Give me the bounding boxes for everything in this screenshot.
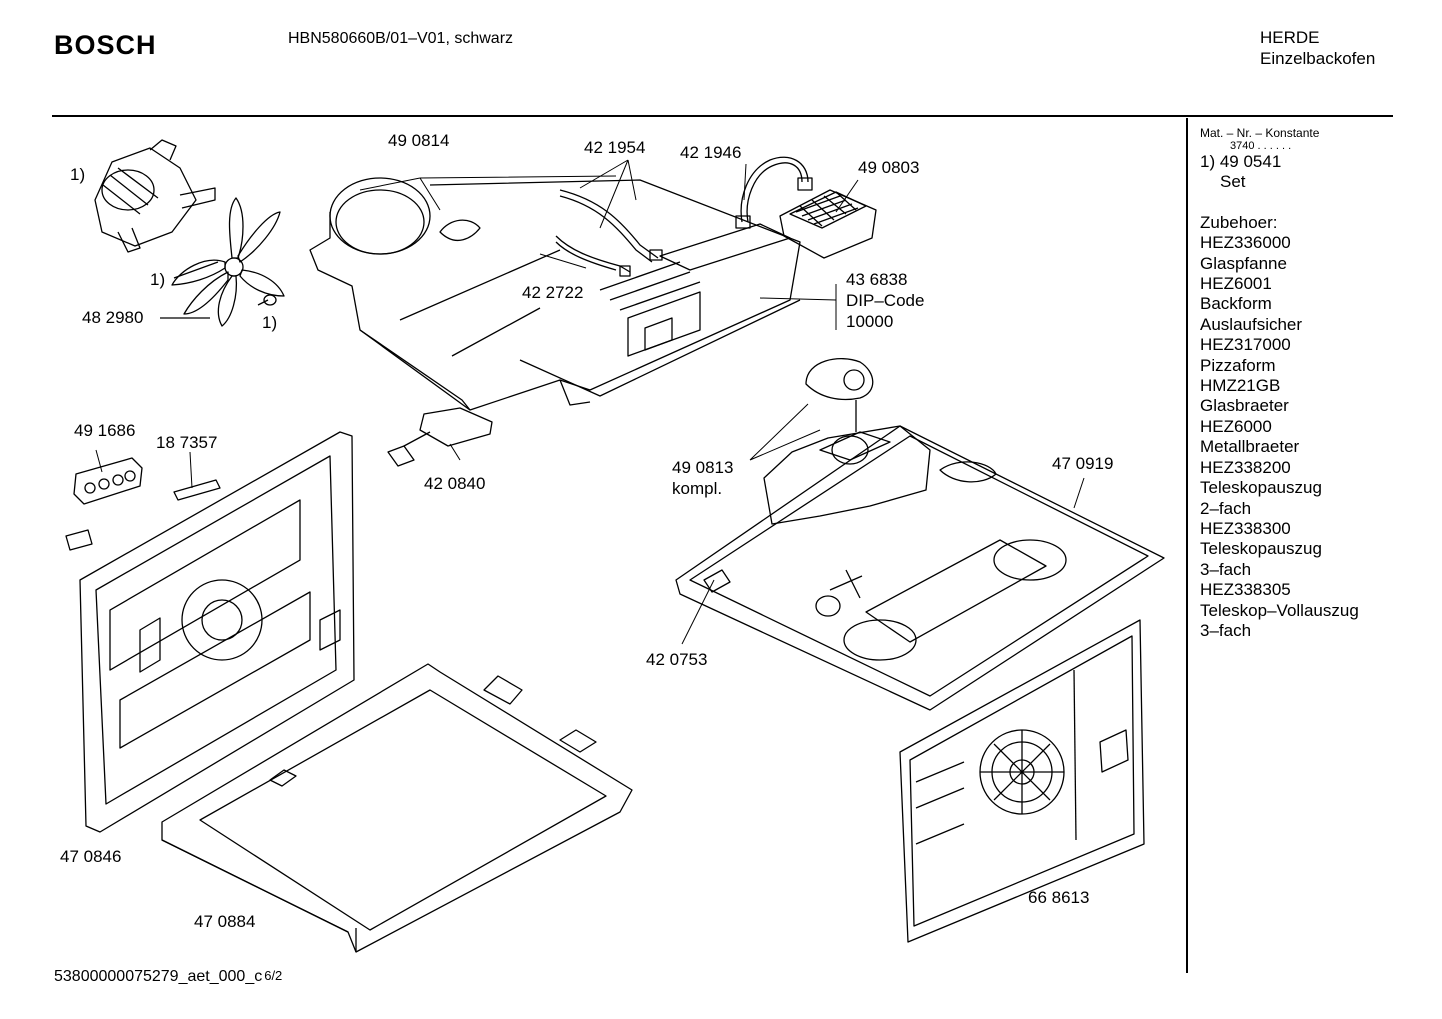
- accessory-item: Teleskop–Vollauszug: [1200, 600, 1359, 620]
- accessory-item: 3–fach: [1200, 559, 1252, 579]
- accessory-item: HEZ317000: [1200, 335, 1291, 355]
- accessory-item: HEZ6001: [1200, 274, 1272, 294]
- accessory-item: 3–fach: [1200, 620, 1252, 640]
- fan-nut: [263, 294, 277, 306]
- accessory-item: 2–fach: [1200, 498, 1252, 518]
- part-label-421946: 42 1946: [680, 143, 742, 162]
- kompl-label: kompl.: [672, 479, 723, 498]
- switch: [387, 407, 493, 467]
- accessory-list: HEZ336000 Glaspfanne HEZ6001 Backform Au…: [1200, 233, 1359, 641]
- part-label-187357: 18 7357: [156, 433, 218, 452]
- set-label: Set: [1220, 172, 1246, 192]
- rear-panel: [899, 619, 1145, 943]
- accessory-item: Metallbraeter: [1200, 437, 1300, 457]
- part-label-490813: 49 0813: [672, 458, 734, 477]
- accessory-item: Teleskopauszug: [1200, 539, 1322, 559]
- page-number: 6/2: [264, 968, 283, 983]
- accessory-item: HEZ338305: [1200, 580, 1291, 600]
- convection-fan-motor: [763, 358, 931, 525]
- accessory-item: Pizzaform: [1200, 355, 1276, 375]
- subcategory-label: Einzelbackofen: [1260, 49, 1376, 68]
- accessory-item: Glasbraeter: [1200, 396, 1289, 416]
- back-panel: [79, 431, 355, 833]
- accessory-item: HEZ338300: [1200, 518, 1291, 538]
- brand-logo: BOSCH: [54, 30, 157, 60]
- model-number: HBN580660B/01–V01, schwarz: [288, 30, 514, 47]
- terminal-block: [73, 457, 143, 505]
- sidebar-divider: [1186, 118, 1188, 973]
- set-marker: 1): [70, 165, 86, 184]
- fan-blade: [171, 197, 285, 327]
- part-label-490814: 49 0814: [388, 131, 450, 150]
- set-reference: 1) 49 0541: [1200, 152, 1282, 171]
- part-label-421954: 42 1954: [584, 138, 646, 157]
- leader-lines: [160, 261, 269, 319]
- part-label-470919: 47 0919: [1052, 454, 1114, 473]
- part-label-420840: 42 0840: [424, 474, 486, 493]
- base-tray: [161, 663, 633, 953]
- part-label-491686: 49 1686: [74, 421, 136, 440]
- thermal-fuse: [173, 479, 221, 501]
- accessories-heading: Zubehoer:: [1200, 212, 1278, 232]
- cover-plate: [309, 177, 801, 411]
- exploded-view-drawing: [65, 139, 1165, 953]
- part-label-420753: 42 0753: [646, 650, 708, 669]
- part-label-436838: 43 6838: [846, 270, 908, 289]
- accessory-item: HEZ6000: [1200, 416, 1272, 436]
- fan-motor: [94, 139, 216, 253]
- callout-leaders: [95, 159, 1085, 645]
- part-label-470846: 47 0846: [60, 847, 122, 866]
- dip-code-label: DIP–Code: [846, 291, 925, 310]
- cable-loom: [555, 235, 631, 277]
- set-marker: 1): [150, 270, 166, 289]
- accessory-item: HEZ338200: [1200, 457, 1291, 477]
- cable-harness: [559, 189, 663, 263]
- accessory-item: HEZ336000: [1200, 233, 1291, 253]
- set-marker: 1): [262, 313, 278, 332]
- category-label: HERDE: [1260, 28, 1320, 47]
- accessory-item: Auslaufsicher: [1200, 314, 1303, 334]
- document-id: 53800000075279_aet_000_c: [54, 968, 263, 985]
- constant-value: 3740 . . . . . .: [1230, 140, 1292, 152]
- part-label-470884: 47 0884: [194, 912, 256, 931]
- part-label-490803: 49 0803: [858, 158, 920, 177]
- connector-cable: [735, 156, 813, 229]
- sidebar: Mat. – Nr. – Konstante 3740 . . . . . . …: [1200, 126, 1359, 641]
- category-block: HERDE Einzelbackofen: [1260, 27, 1375, 69]
- accessory-item: Glaspfanne: [1200, 253, 1287, 273]
- dip-code-value: 10000: [846, 312, 894, 331]
- accessory-item: Teleskopauszug: [1200, 478, 1322, 498]
- ceiling-panel: [675, 425, 1165, 711]
- part-label-422722: 42 2722: [522, 283, 584, 302]
- electronic-module: [779, 189, 877, 259]
- accessory-item: HMZ21GB: [1200, 376, 1281, 396]
- part-label-668613: 66 8613: [1028, 888, 1090, 907]
- accessory-item: Backform: [1200, 294, 1272, 314]
- clip: [65, 529, 93, 551]
- header-divider: [52, 115, 1393, 117]
- part-label-482980: 48 2980: [82, 308, 144, 327]
- constant-label: Mat. – Nr. – Konstante: [1200, 126, 1320, 140]
